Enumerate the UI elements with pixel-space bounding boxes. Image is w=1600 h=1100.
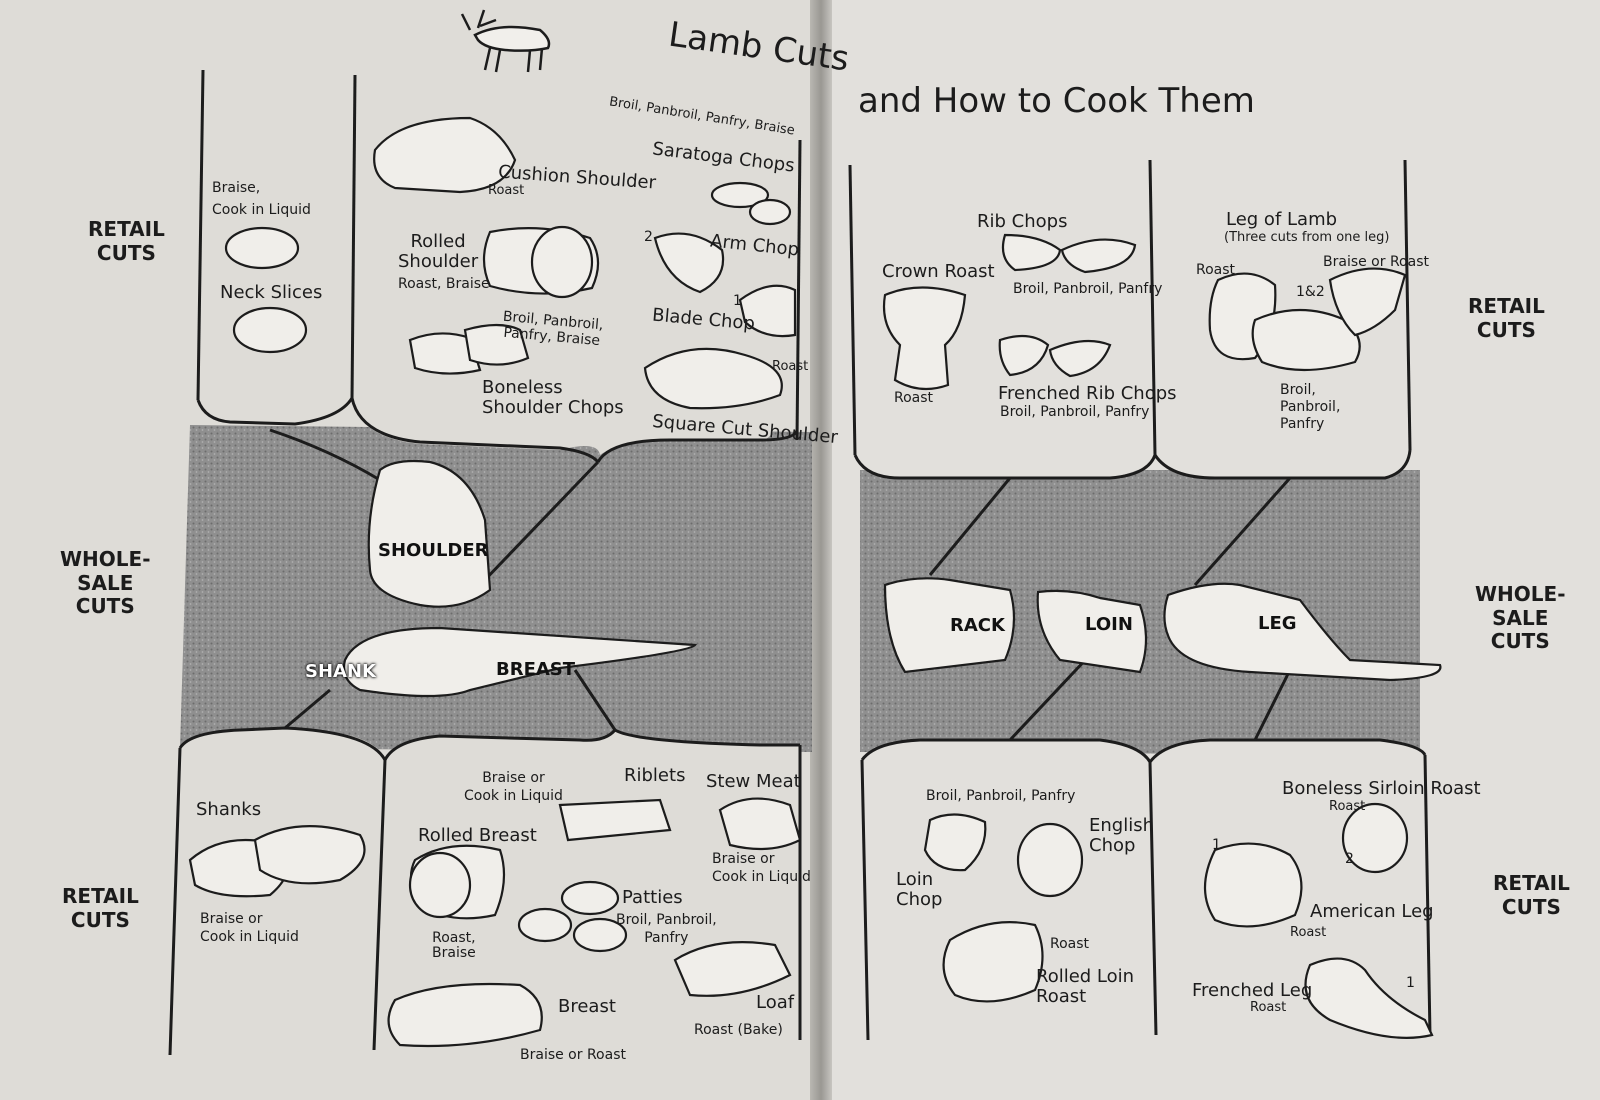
english-chop-label: English Chop — [1089, 816, 1154, 856]
frenched-rib-chops-method: Broil, Panbroil, Panfry — [1000, 405, 1149, 421]
arm-chop-number: 2 — [644, 230, 653, 246]
rolled-breast-label: Rolled Breast — [418, 826, 537, 846]
frenched-leg-label: Frenched Leg — [1192, 981, 1312, 1001]
breast-method: Braise or Roast — [520, 1048, 626, 1064]
leg-cut-numbers: 1&2 — [1296, 285, 1325, 301]
leg-roast-method: Roast — [1196, 263, 1235, 279]
patties-method: Broil, Panbroil, Panfry — [616, 912, 717, 948]
leg-broil-methods: Broil, Panbroil, Panfry — [1280, 382, 1340, 432]
right-page-title: and How to Cook Them — [858, 82, 1255, 120]
rib-chops-label: Rib Chops — [977, 212, 1067, 232]
wholesale-breast: BREAST — [496, 660, 575, 680]
frenched-leg-number: 1 — [1406, 976, 1415, 992]
loin-chop-label: Loin Chop — [896, 870, 942, 910]
wholesale-shank: SHANK — [305, 662, 376, 682]
wholesale-leg: LEG — [1258, 614, 1297, 634]
boneless-shoulder-chops-label: Boneless Shoulder Chops — [482, 378, 624, 418]
rolled-shoulder-method: Roast, Braise — [398, 277, 490, 293]
retail-cuts-label: RETAIL CUTS — [1493, 872, 1570, 919]
wholesale-loin: LOIN — [1085, 615, 1133, 635]
american-leg-method: Roast — [1290, 926, 1326, 941]
frenched-leg-method: Roast — [1250, 1001, 1286, 1016]
frenched-rib-chops-label: Frenched Rib Chops — [998, 384, 1177, 404]
rib-chops-method: Broil, Panbroil, Panfry — [1013, 282, 1162, 298]
loaf-method: Roast (Bake) — [694, 1023, 783, 1039]
rolled-loin-method: Roast — [1050, 937, 1089, 953]
retail-cuts-label: RETAIL CUTS — [88, 218, 165, 265]
loaf-label: Loaf — [756, 993, 794, 1013]
wholesale-rack: RACK — [950, 616, 1005, 636]
sirloin-number: 2 — [1345, 852, 1354, 868]
crown-roast-label: Crown Roast — [882, 262, 995, 282]
wholesale-band-left — [180, 425, 812, 752]
stew-meat-label: Stew Meat — [706, 772, 801, 792]
neck-slices-label: Neck Slices — [220, 283, 322, 303]
rolled-breast-method: Roast, Braise — [432, 931, 476, 960]
riblets-method: Braise or Cook in Liquid — [464, 770, 563, 806]
blade-chop-number: 1 — [733, 294, 742, 310]
square-cut-method: Roast — [772, 360, 808, 375]
breast-label: Breast — [558, 997, 616, 1017]
sirloin-method: Roast — [1329, 800, 1365, 815]
neck-cooking-method: Braise, Cook in Liquid — [212, 178, 311, 221]
loin-chop-methods: Broil, Panbroil, Panfry — [926, 789, 1075, 805]
patties-label: Patties — [622, 888, 683, 908]
wholesale-shoulder: SHOULDER — [378, 541, 489, 561]
leg-of-lamb-note: (Three cuts from one leg) — [1224, 231, 1389, 246]
wholesale-cuts-label: WHOLE- SALE CUTS — [1475, 583, 1566, 654]
rolled-shoulder-label: Rolled Shoulder — [398, 232, 478, 272]
shanks-label: Shanks — [196, 800, 261, 820]
retail-cuts-label: RETAIL CUTS — [62, 885, 139, 932]
book-gutter — [810, 0, 832, 1100]
shanks-method: Braise or Cook in Liquid — [200, 910, 299, 946]
riblets-label: Riblets — [624, 766, 685, 786]
american-leg-number: 1 — [1212, 838, 1221, 854]
retail-cuts-label: RETAIL CUTS — [1468, 295, 1545, 342]
stew-meat-method: Braise or Cook in Liquid — [712, 851, 811, 887]
boneless-sirloin-roast-label: Boneless Sirloin Roast — [1282, 779, 1481, 799]
cushion-shoulder-method: Roast — [488, 184, 524, 199]
rolled-loin-roast-label: Rolled Loin Roast — [1036, 967, 1134, 1007]
american-leg-label: American Leg — [1310, 902, 1434, 922]
wholesale-cuts-label: WHOLE- SALE CUTS — [60, 548, 151, 619]
crown-roast-method: Roast — [894, 391, 933, 407]
leg-of-lamb-label: Leg of Lamb — [1226, 210, 1337, 230]
leg-braise-or-roast-method: Braise or Roast — [1323, 255, 1429, 271]
